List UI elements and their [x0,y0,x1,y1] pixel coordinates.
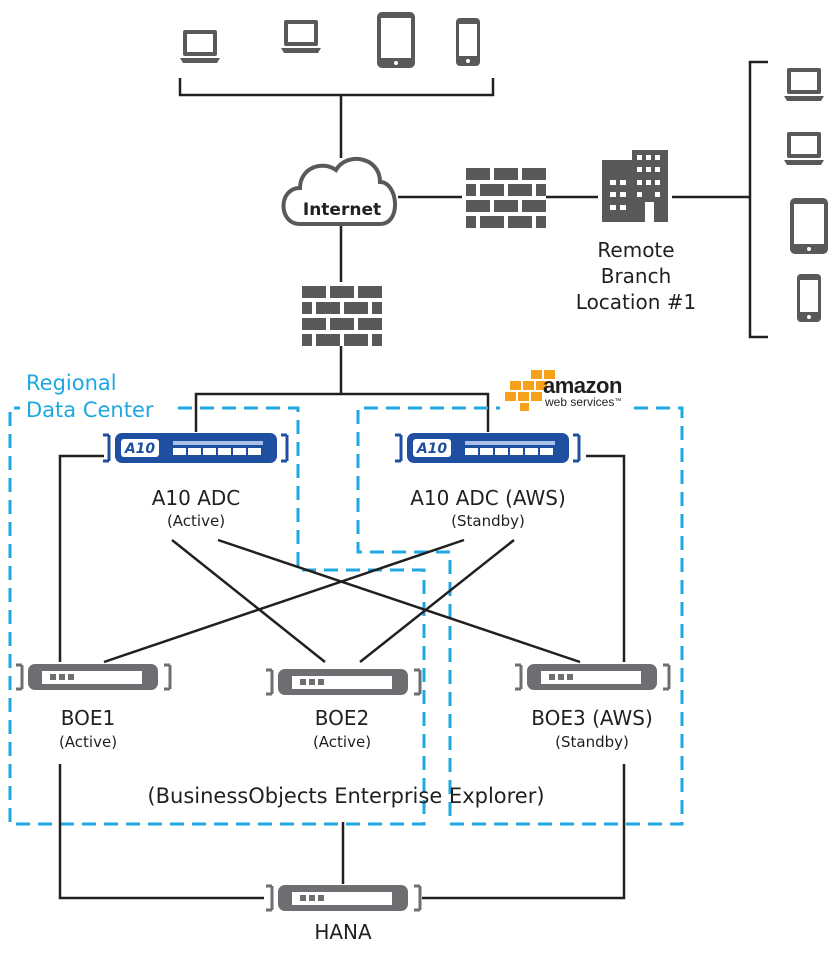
laptop-icon [180,30,220,63]
top-devices [180,12,480,68]
remote-branch-line3: Location #1 [575,290,697,314]
firewall-icon [302,286,382,346]
link-adc2-boe1 [103,538,465,664]
boe3-name: BOE3 (AWS) [531,706,653,730]
regional-dc-label: Regional Data Center [26,370,154,424]
boe1-name: BOE1 [60,706,116,730]
server-icon [264,883,422,913]
phone-icon [456,18,480,66]
regional-dc-line2: Data Center [26,398,154,422]
link-boe3-hana [422,764,626,900]
remote-branch-line1: Remote [597,238,675,262]
boe2-status: (Active) [312,733,372,751]
aws-boundary [356,406,684,826]
boe2-name: BOE2 [314,706,370,730]
remote-branch-label: Remote Branch Location #1 [566,237,706,315]
link-adc2-boe2 [359,539,515,663]
laptop-icon [784,132,824,165]
adc-bus [194,392,490,432]
regional-dc-boundary [8,406,426,826]
laptop-icon [784,68,824,101]
tablet-icon [790,198,828,254]
firewall-icon [466,168,546,228]
cross-links [103,538,581,664]
adc2-name: A10 ADC (AWS) [410,486,566,510]
aws-logo-word: amazon [543,373,622,398]
server-icon [14,662,172,692]
tablet-icon [377,12,415,68]
aws-logo: amazon web services™ [543,373,643,409]
adc2-status: (Standby) [451,512,525,530]
internet-label: Internet [302,200,382,220]
aws-logo-tm: ™ [614,398,622,405]
boe-caption: (BusinessObjects Enterprise Explorer) [147,784,545,808]
top-devices-bracket [178,78,495,97]
adc-device-icon [393,431,581,465]
link-adc1-boe3 [217,538,581,664]
phone-icon [797,274,821,322]
cloud-icon [281,157,397,226]
boe3-status: (Standby) [555,733,629,751]
link-adc1-boe1 [58,454,104,662]
link-adc1-boe2 [171,539,326,663]
branch-devices [784,68,828,322]
adc1-status: (Active) [166,512,226,530]
building-icon [602,150,668,222]
laptop-icon [281,20,321,53]
boe1-status: (Active) [58,733,118,751]
adc1-name: A10 ADC [151,486,241,510]
adc-device-icon [101,431,289,465]
aws-logo-sub: web services [545,395,615,409]
link-boe1-hana [58,764,264,900]
server-icon [513,662,671,692]
regional-dc-line1: Regional [26,371,117,395]
dashed-regions [8,406,684,826]
link-adc2-boe3 [586,454,626,662]
hana-name: HANA [314,920,372,944]
aws-boxes-icon [505,370,555,411]
server-icon [264,667,422,697]
branch-devices-bracket [748,60,768,339]
remote-branch-line2: Branch [600,264,672,288]
